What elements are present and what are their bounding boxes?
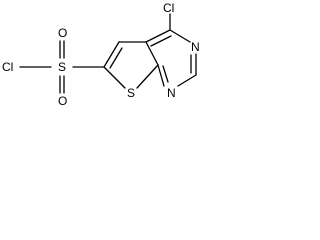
structure-diagram: Cl Cl S O O S N N <box>2 1 200 108</box>
atom-sulfonyl-oxygen-top: O <box>58 26 67 40</box>
bond-c6-c5-double <box>109 47 123 69</box>
bond-c6-c5 <box>103 41 120 68</box>
atom-sulfonyl-oxygen-bottom: O <box>58 94 67 108</box>
bond-c7a-s <box>136 64 159 89</box>
bond-c4a-c7a <box>145 41 159 66</box>
bond-c2-n1 <box>177 74 197 87</box>
atom-thiophene-sulfur: S <box>127 86 135 100</box>
atom-chlorine-top: Cl <box>163 1 174 15</box>
bond-s-c6-ring <box>103 66 126 89</box>
atom-nitrogen-right: N <box>191 40 200 54</box>
bond-c4-n3 <box>169 29 191 43</box>
bond-n1-c7a <box>157 64 165 87</box>
bond-n1-c7a-double <box>162 65 169 83</box>
atom-labels: Cl Cl S O O S N N <box>2 1 200 108</box>
bond-c4a-c4 <box>145 29 171 43</box>
bonds <box>19 13 197 94</box>
bond-c4a-c4-double <box>150 35 172 47</box>
atom-chlorine-left: Cl <box>2 60 13 74</box>
atom-sulfonyl-sulfur: S <box>58 60 66 74</box>
atom-nitrogen-bottom: N <box>167 86 176 100</box>
